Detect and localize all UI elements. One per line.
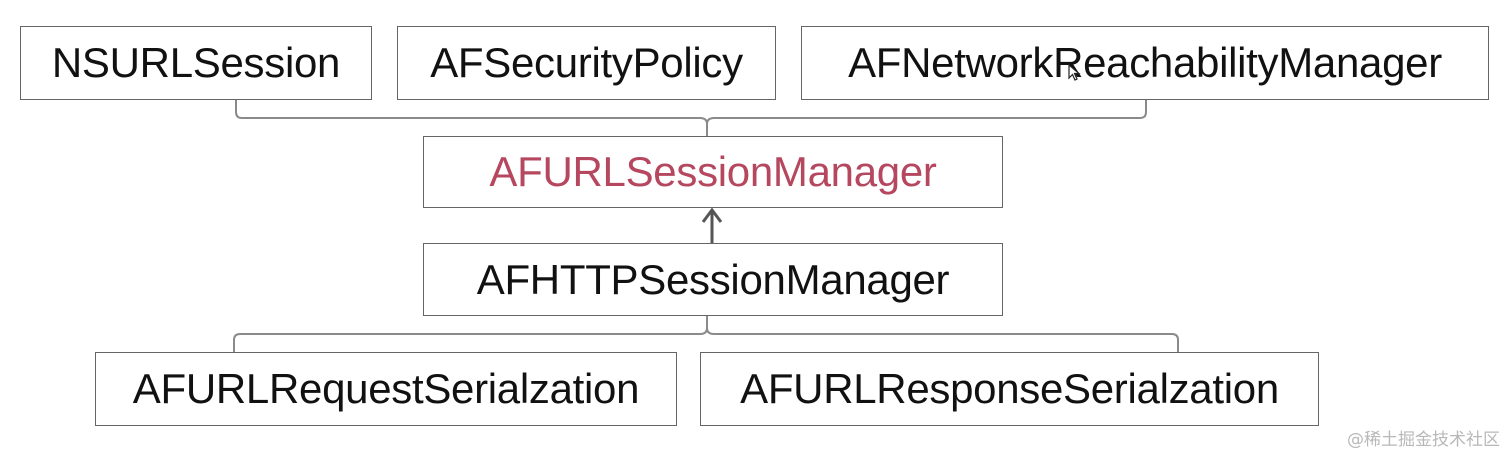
node-response-serialization: AFURLResponseSerialzation	[700, 352, 1319, 426]
node-response-serialization-label: AFURLResponseSerialzation	[740, 365, 1279, 412]
node-nsurlsession: NSURLSession	[20, 26, 372, 100]
node-nsurlsession-label: NSURLSession	[51, 39, 341, 86]
node-security-policy-label: AFSecurityPolicy	[430, 39, 743, 86]
node-request-serialization: AFURLRequestSerialzation	[95, 352, 677, 426]
inheritance-arrow-head	[701, 207, 723, 223]
watermark: @稀土掘金技术社区	[1347, 430, 1500, 450]
node-reachability-manager-label: AFNetworkReachabilityManager	[848, 39, 1442, 86]
top-brace	[235, 100, 1147, 136]
node-url-session-manager-label: AFURLSessionManager	[489, 148, 937, 195]
bottom-brace	[233, 316, 1179, 352]
node-http-session-manager: AFHTTPSessionManager	[423, 243, 1003, 316]
node-reachability-manager: AFNetworkReachabilityManager	[801, 26, 1489, 100]
node-url-session-manager: AFURLSessionManager	[423, 136, 1003, 208]
node-request-serialization-label: AFURLRequestSerialzation	[132, 365, 640, 412]
mouse-cursor-icon	[1068, 64, 1081, 81]
node-security-policy: AFSecurityPolicy	[397, 26, 776, 100]
node-http-session-manager-label: AFHTTPSessionManager	[476, 255, 950, 303]
